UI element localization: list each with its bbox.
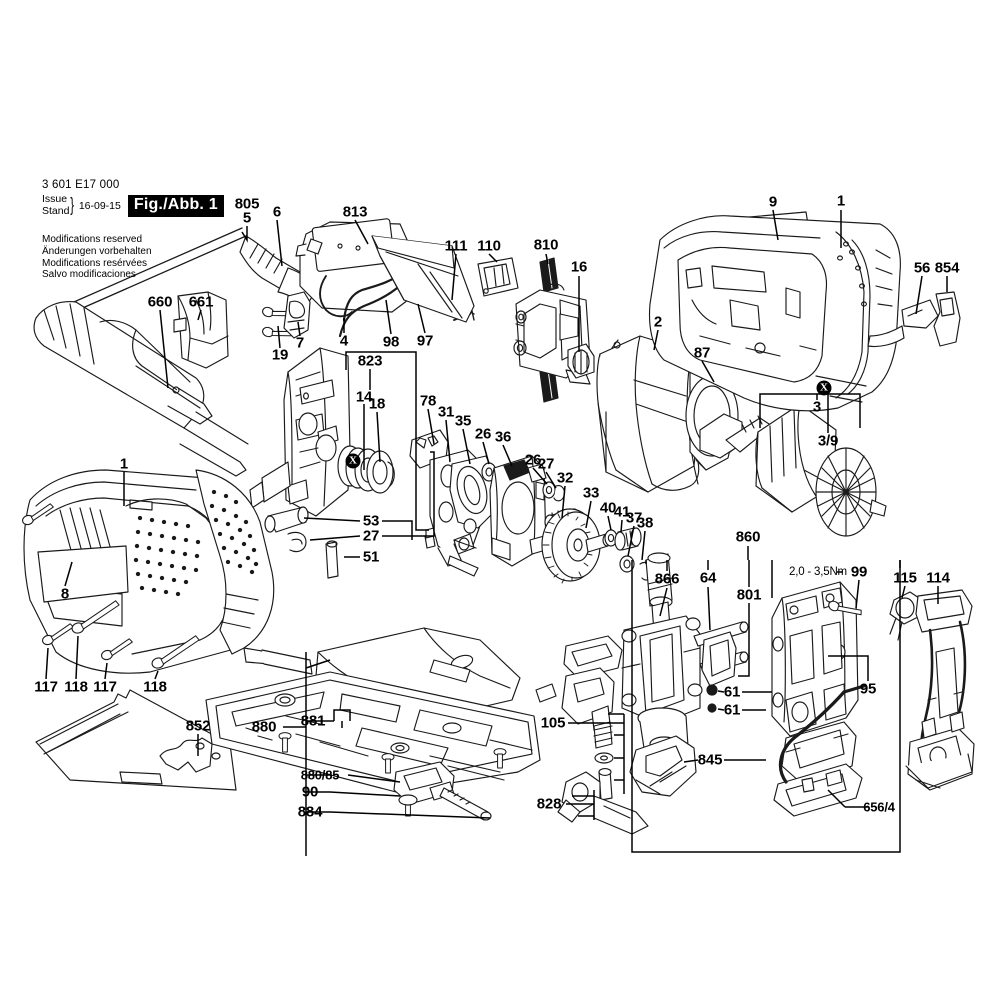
callout-18: 18 — [368, 395, 386, 413]
callout-7: 7 — [295, 334, 305, 352]
callout-27: 27 — [362, 527, 380, 545]
callout-33: 33 — [582, 484, 600, 502]
document-header: 3 601 E17 000 Issue Stand } 16-09-15 Fig… — [42, 178, 342, 217]
callout-823: 823 — [357, 352, 383, 370]
callout-26: 26 — [524, 451, 542, 469]
callout-845: 845 — [697, 751, 723, 769]
issue-date: 16-09-15 — [78, 199, 121, 212]
callout-661: 661 — [188, 293, 214, 311]
callout-51: 51 — [362, 548, 380, 566]
callout-97: 97 — [416, 332, 434, 350]
note-line-3: Salvo modificaciones — [42, 269, 136, 281]
callout-118: 118 — [143, 678, 167, 696]
x-marker-gearcase: X — [345, 453, 361, 469]
issue-label: Issue — [42, 193, 68, 205]
x-marker-housing: X — [816, 380, 832, 396]
callout-40: 40 — [599, 499, 617, 517]
callout-37: 37 — [625, 509, 643, 527]
callout-880-85: 880/85 — [300, 767, 340, 783]
note-line-0: Modifications reserved — [42, 234, 143, 245]
callout-36: 36 — [494, 428, 512, 446]
callout-61: 61 — [723, 701, 741, 719]
callout-8: 8 — [60, 585, 70, 603]
callout-801: 801 — [736, 586, 762, 604]
callout-78: 78 — [419, 392, 437, 410]
callout-884: 884 — [297, 803, 323, 821]
callout-660: 660 — [147, 293, 173, 311]
callout-14: 14 — [355, 388, 373, 406]
figure-badge: Fig./Abb. 1 — [127, 194, 224, 217]
callout-5: 5 — [242, 209, 252, 227]
callout-2: 2 — [653, 313, 663, 331]
callout-56: 56 — [913, 259, 931, 277]
issue-row: Issue Stand } 16-09-15 Fig./Abb. 1 — [42, 193, 342, 217]
issue-stand-labels: Issue Stand — [42, 193, 70, 217]
callout-19: 19 — [271, 346, 289, 364]
callout-118: 118 — [64, 678, 88, 696]
callout-656-4: 656/4 — [863, 799, 895, 815]
callout-26: 26 — [474, 425, 492, 443]
torque-spec-note: 2,0 - 3,5Nm — [789, 566, 847, 578]
brace-glyph: } — [70, 195, 75, 216]
callout-35: 35 — [454, 412, 472, 430]
note-line-1: Änderungen vorbehalten — [42, 245, 152, 257]
callout-854: 854 — [934, 259, 960, 277]
callout-53: 53 — [362, 512, 380, 530]
leader-lines — [45, 209, 948, 856]
callout-111: 111 — [444, 237, 468, 255]
callout-4: 4 — [339, 332, 349, 350]
note-line-2: Modifications resérvées — [42, 257, 148, 269]
callout-881: 881 — [300, 712, 326, 730]
callout-110: 110 — [477, 237, 501, 255]
callout-1: 1 — [836, 192, 846, 210]
callout-828: 828 — [536, 795, 562, 813]
callout-117: 117 — [34, 678, 58, 696]
callout-38: 38 — [636, 514, 654, 532]
callout-1: 1 — [119, 455, 129, 473]
callout-41: 41 — [613, 503, 631, 521]
part-number: 3 601 E17 000 — [42, 179, 120, 191]
callout-813: 813 — [342, 203, 368, 221]
callout-866: 866 — [654, 570, 680, 588]
callout-3-9: 3/9 — [817, 432, 839, 450]
callout-27: 27 — [537, 455, 555, 473]
callout-64: 64 — [699, 569, 717, 587]
callout-860: 860 — [735, 528, 761, 546]
callout-61: 61 — [723, 683, 741, 701]
callout-16: 16 — [570, 258, 588, 276]
callout-115: 115 — [893, 569, 917, 587]
callout-3: 3 — [812, 398, 822, 416]
callout-114: 114 — [926, 569, 950, 587]
callout-105: 105 — [540, 714, 566, 732]
callout-880: 880 — [251, 718, 277, 736]
callout-810: 810 — [533, 236, 559, 254]
callout-117: 117 — [93, 678, 117, 696]
callout-6: 6 — [272, 203, 282, 221]
callout-98: 98 — [382, 333, 400, 351]
callout-32: 32 — [556, 469, 574, 487]
callout-99: 99 — [850, 563, 868, 581]
callout-31: 31 — [437, 403, 455, 421]
callout-9: 9 — [768, 193, 778, 211]
stand-label: Stand — [42, 204, 70, 217]
callout-90: 90 — [301, 783, 319, 801]
callout-852: 852 — [185, 717, 211, 735]
callout-95: 95 — [859, 680, 877, 698]
callout-87: 87 — [693, 344, 711, 362]
callout-805: 805 — [234, 195, 260, 213]
